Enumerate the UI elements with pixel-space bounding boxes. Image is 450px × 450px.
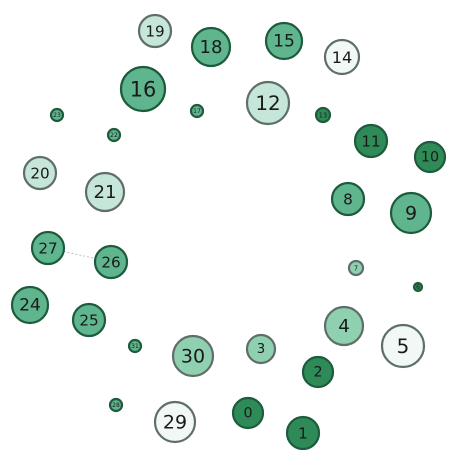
node-label: 20: [30, 165, 49, 183]
node-18[interactable]: 18: [190, 26, 232, 68]
node-circle: [264, 21, 304, 61]
node-label: 5: [397, 335, 410, 358]
node-circle: [93, 244, 129, 280]
node-12[interactable]: 12: [245, 80, 291, 126]
node-label: 12: [255, 92, 280, 115]
node-circle: [22, 155, 58, 191]
node-label: 6: [416, 284, 420, 291]
node-label: 14: [332, 48, 352, 67]
node-circle: [71, 302, 107, 338]
node-28[interactable]: 28: [108, 397, 124, 413]
node-25[interactable]: 25: [71, 302, 107, 338]
node-14[interactable]: 14: [323, 38, 361, 76]
node-label: 0: [243, 406, 252, 422]
node-label: 22: [110, 132, 118, 139]
node-label: 24: [19, 296, 41, 316]
node-24[interactable]: 24: [10, 285, 50, 325]
node-circle: [412, 281, 424, 293]
node-circle: [190, 26, 232, 68]
node-6[interactable]: 6: [412, 281, 424, 293]
node-label: 19: [145, 23, 164, 41]
node-label: 4: [338, 316, 350, 337]
node-label: 25: [79, 312, 98, 330]
node-label: 30: [181, 346, 205, 368]
node-label: 18: [199, 37, 222, 58]
node-17[interactable]: 17: [189, 103, 205, 119]
node-27[interactable]: 27: [30, 230, 66, 266]
node-circle: [323, 38, 361, 76]
node-label: 15: [273, 32, 295, 52]
node-label: 31: [131, 343, 139, 350]
node-15[interactable]: 15: [264, 21, 304, 61]
node-7[interactable]: 7: [347, 259, 365, 277]
node-circle: [330, 181, 366, 217]
node-label: 16: [130, 78, 157, 102]
node-layer: 0123456789101112131415161718192021222324…: [10, 13, 447, 450]
node-circle: [285, 415, 321, 450]
node-13[interactable]: 13: [314, 106, 332, 124]
node-circle: [245, 333, 277, 365]
node-label: 9: [405, 203, 417, 225]
node-label: 21: [93, 182, 116, 203]
node-label: 10: [421, 150, 439, 166]
node-circle: [380, 323, 426, 369]
node-circle: [323, 305, 365, 347]
node-29[interactable]: 29: [153, 400, 197, 444]
node-circle: [389, 191, 433, 235]
node-21[interactable]: 21: [84, 171, 126, 213]
node-4[interactable]: 4: [323, 305, 365, 347]
node-8[interactable]: 8: [330, 181, 366, 217]
node-circle: [347, 259, 365, 277]
node-label: 23: [53, 112, 61, 119]
node-circle: [10, 285, 50, 325]
node-circle: [245, 80, 291, 126]
node-label: 1: [298, 425, 308, 443]
node-label: 8: [343, 191, 353, 209]
node-circle: [137, 13, 173, 49]
node-label: 13: [319, 112, 327, 120]
node-23[interactable]: 23: [49, 107, 65, 123]
node-circle: [153, 400, 197, 444]
node-circle: [301, 355, 335, 389]
node-16[interactable]: 16: [119, 65, 167, 113]
node-22[interactable]: 22: [106, 127, 122, 143]
node-19[interactable]: 19: [137, 13, 173, 49]
node-circle: [108, 397, 124, 413]
node-circle: [413, 140, 447, 174]
node-10[interactable]: 10: [413, 140, 447, 174]
node-1[interactable]: 1: [285, 415, 321, 450]
node-5[interactable]: 5: [380, 323, 426, 369]
node-label: 28: [112, 402, 120, 409]
node-circle: [106, 127, 122, 143]
node-9[interactable]: 9: [389, 191, 433, 235]
node-label: 27: [38, 240, 57, 258]
node-11[interactable]: 11: [353, 123, 389, 159]
node-2[interactable]: 2: [301, 355, 335, 389]
node-circle: [119, 65, 167, 113]
node-label: 17: [193, 108, 201, 115]
node-label: 7: [354, 265, 358, 273]
node-26[interactable]: 26: [93, 244, 129, 280]
node-circle: [127, 338, 143, 354]
node-circle: [189, 103, 205, 119]
node-circle: [231, 396, 265, 430]
node-circle: [49, 107, 65, 123]
node-label: 3: [257, 342, 265, 357]
node-circle: [314, 106, 332, 124]
node-3[interactable]: 3: [245, 333, 277, 365]
node-30[interactable]: 30: [171, 334, 215, 378]
node-circle: [353, 123, 389, 159]
node-circle: [30, 230, 66, 266]
node-0[interactable]: 0: [231, 396, 265, 430]
node-circle: [84, 171, 126, 213]
node-circle: [171, 334, 215, 378]
node-label: 29: [163, 412, 187, 434]
node-label: 2: [313, 365, 322, 381]
node-31[interactable]: 31: [127, 338, 143, 354]
node-label: 26: [101, 254, 120, 272]
node-label: 11: [361, 133, 380, 151]
node-20[interactable]: 20: [22, 155, 58, 191]
